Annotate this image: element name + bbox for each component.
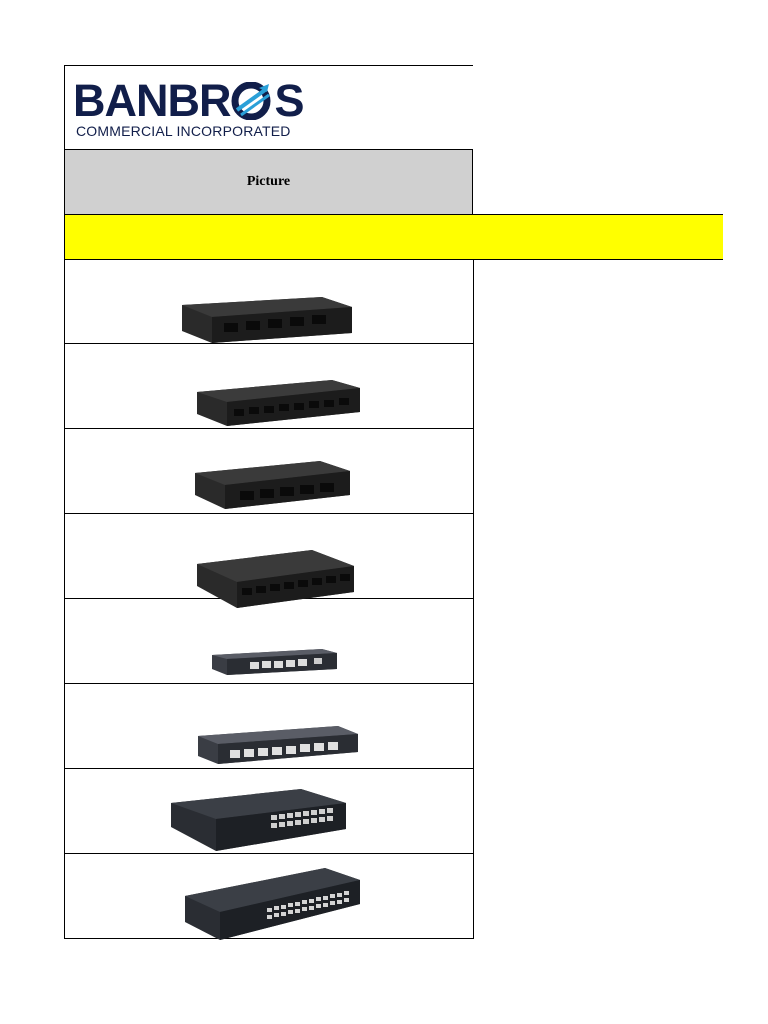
switch-8-port-metal-icon [198,726,358,764]
product-row-7 [65,769,473,854]
product-row-2 [65,344,473,429]
switch-24-port-icon [185,868,360,940]
product-row-4 [65,514,473,608]
product-row-6 [65,684,473,769]
picture-column-header: Picture [64,149,473,215]
logo-wordmark: BANBR S [73,75,305,126]
product-row-8 [65,854,473,940]
switch-5-port-icon [182,297,352,343]
product-row-5 [65,599,473,684]
product-row-3 [65,429,473,514]
company-logo: BANBR S COMMERCIAL INCORPORATED [64,65,473,150]
picture-header-label: Picture [246,174,291,189]
switch-8-port-icon [197,380,360,426]
logo-globe-icon [231,82,275,120]
logo-tagline: COMMERCIAL INCORPORATED [76,123,291,139]
highlighted-row [64,214,723,260]
switch-5-port-icon [195,461,350,509]
switch-8-port-icon [197,550,354,608]
product-picture-list [64,259,474,940]
switch-5-port-metal-icon [212,649,337,675]
product-row-1 [65,259,473,344]
switch-16-port-icon [171,789,346,851]
